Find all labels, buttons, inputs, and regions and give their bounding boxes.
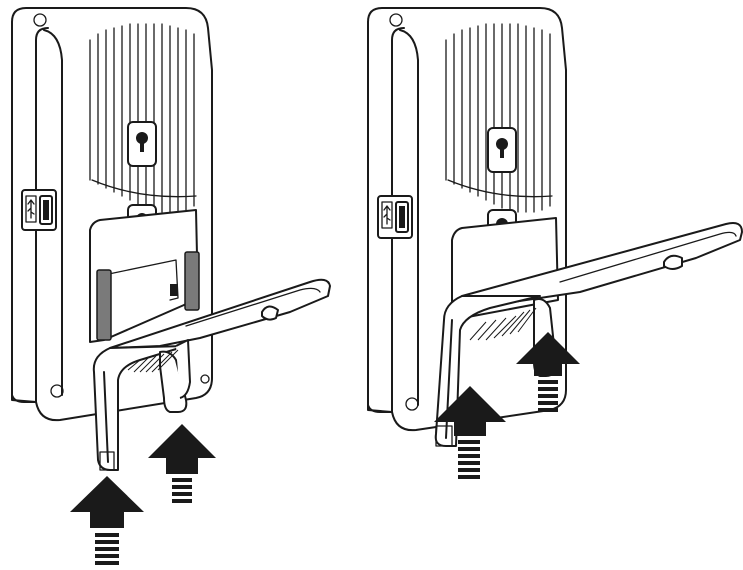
- slot-clip-right: [184, 251, 200, 311]
- vent-slots-left: [89, 23, 197, 213]
- push-up-arrow-icon: [516, 332, 580, 412]
- panel-left-insert-stand: [11, 7, 331, 565]
- stand-hatching-left: [127, 349, 179, 373]
- vent-slots-right: [445, 23, 553, 213]
- push-up-arrow-icon: [148, 424, 216, 503]
- slot-clip-left: [96, 269, 112, 341]
- push-up-arrow-icon: [70, 476, 144, 565]
- stand-left: [92, 278, 331, 471]
- usb-port-icon: [21, 189, 57, 231]
- device-back-left: [11, 7, 213, 422]
- panel-right-stand-seated: [367, 7, 743, 479]
- stand-hatching-right: [469, 307, 537, 341]
- push-up-arrow-icon: [434, 386, 506, 479]
- usb-port-icon: [377, 195, 413, 239]
